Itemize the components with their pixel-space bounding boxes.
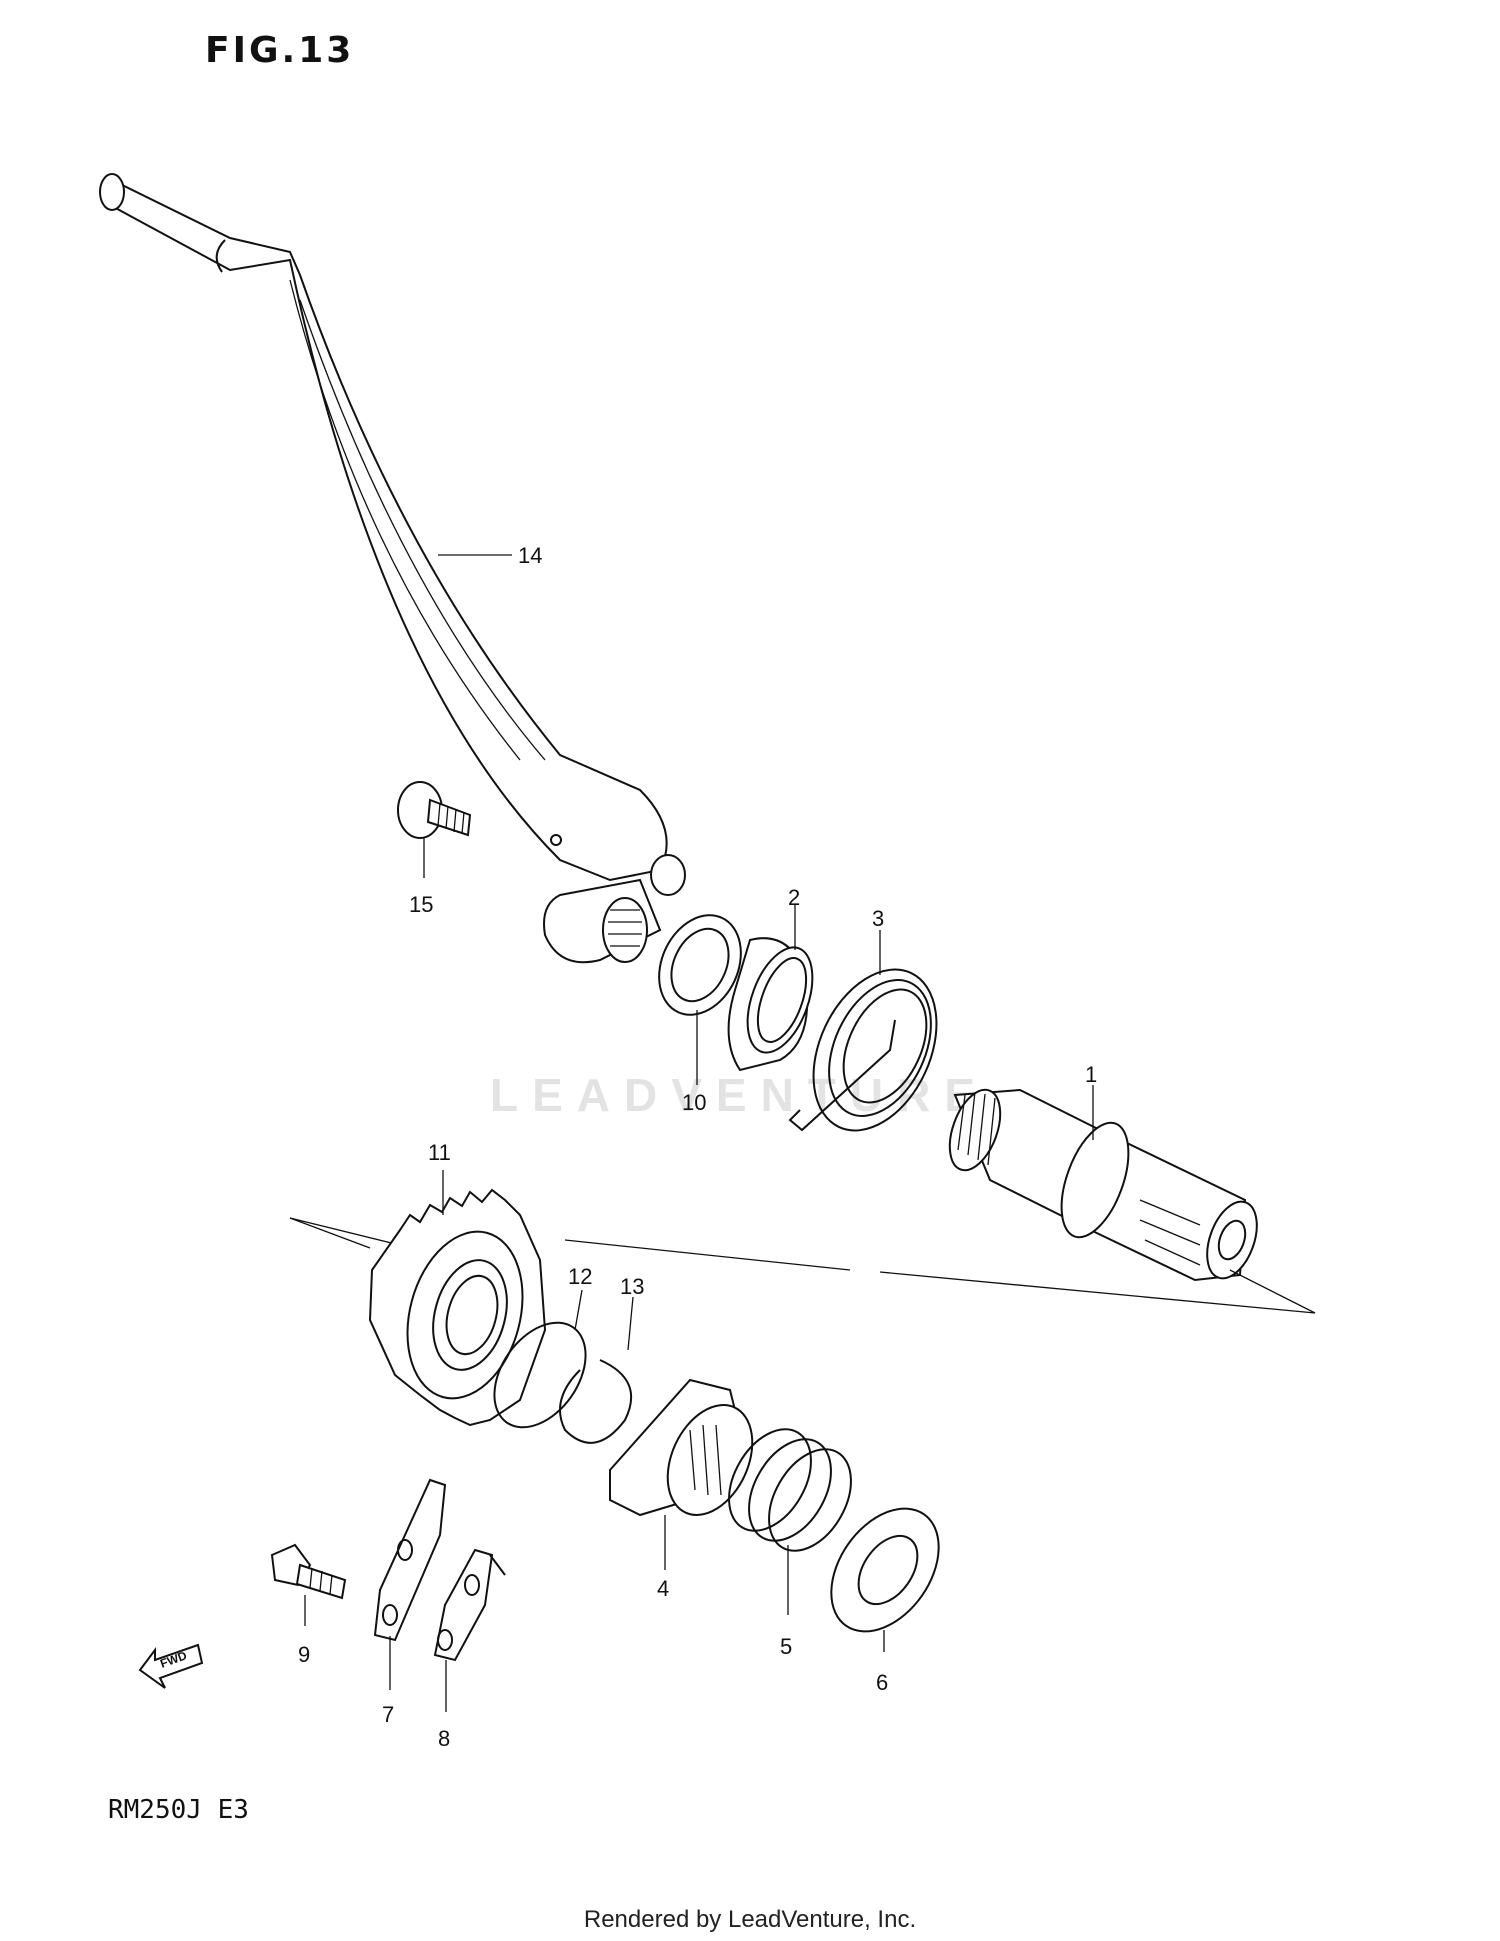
callout-13: 13 [620, 1274, 644, 1299]
fwd-arrow-icon: FWD [138, 1643, 204, 1689]
callout-15: 15 [409, 892, 433, 917]
callout-8: 8 [438, 1726, 450, 1751]
bushing-part-2 [727, 937, 814, 1072]
callout-3: 3 [872, 906, 884, 931]
plate-part-8 [433, 1548, 506, 1662]
callout-4: 4 [657, 1576, 669, 1601]
callout-5: 5 [780, 1634, 792, 1659]
callout-6: 6 [876, 1670, 888, 1695]
circlip-part-13 [559, 1359, 633, 1444]
plate-part-7 [373, 1478, 447, 1642]
kick-lever-part [99, 173, 686, 964]
spring-part-3 [788, 968, 938, 1132]
collar-part-10 [658, 914, 742, 1016]
bolt-part-15 [397, 781, 472, 839]
callout-12: 12 [568, 1264, 592, 1289]
callouts: 14 15 10 2 3 1 11 12 13 4 5 6 9 [298, 543, 1097, 1751]
drive-gear-part-4 [609, 1378, 754, 1517]
ring-part-12 [493, 1321, 587, 1429]
figure-title: FIG.13 [205, 30, 355, 71]
callout-14: 14 [518, 543, 542, 568]
callout-7: 7 [382, 1702, 394, 1727]
gear-part-11 [368, 1188, 547, 1427]
model-code: RM250J E3 [108, 1795, 249, 1825]
washer-part-6 [830, 1507, 940, 1633]
callout-9: 9 [298, 1642, 310, 1667]
spring-part-5 [728, 1428, 852, 1552]
callout-1: 1 [1085, 1062, 1097, 1087]
bolt-part-9 [270, 1543, 347, 1600]
callout-10: 10 [682, 1090, 706, 1115]
footer-credit: Rendered by LeadVenture, Inc. [583, 1906, 917, 1933]
callout-2: 2 [788, 885, 800, 910]
watermark: LEADVENTURE [490, 1069, 990, 1121]
callout-11: 11 [428, 1140, 451, 1165]
shaft-part-1 [948, 1088, 1258, 1282]
